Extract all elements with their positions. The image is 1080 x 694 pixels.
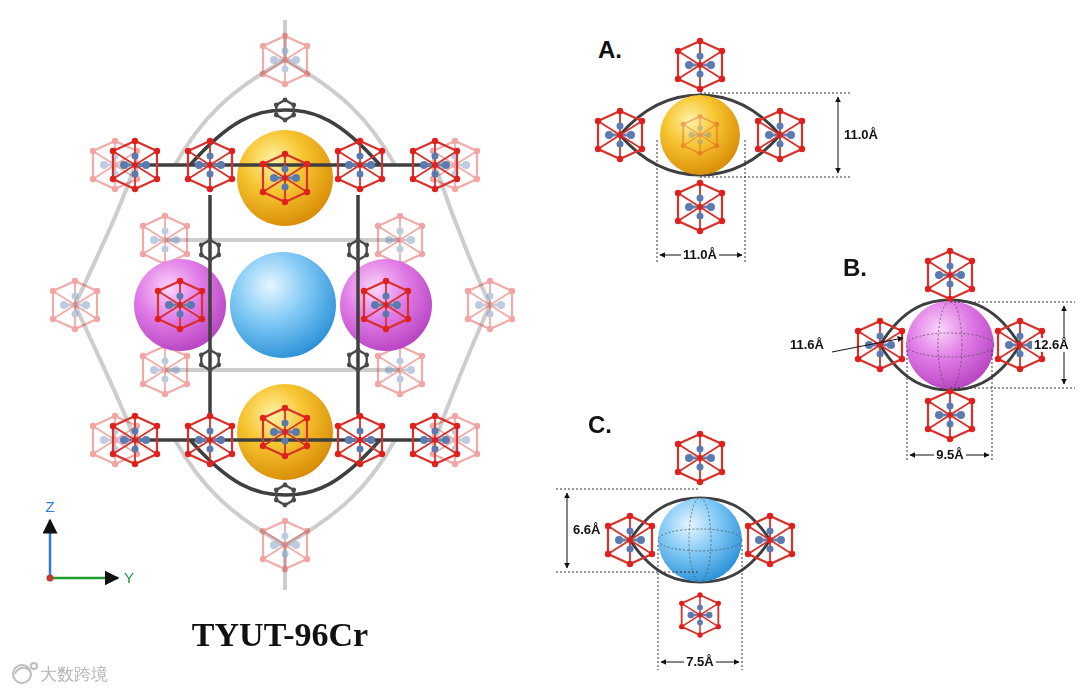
- watermark: 大数跨境: [40, 665, 108, 685]
- axis-label: Z: [45, 498, 54, 515]
- panel-letter: C.: [588, 411, 612, 439]
- panel-letter: B.: [843, 254, 867, 282]
- dimension-label: 11.0Å: [842, 128, 880, 143]
- dimension-label: 11.6Å: [788, 338, 826, 353]
- figure-caption: TYUT-96Cr: [192, 615, 368, 654]
- dimension-label: 11.0Å: [681, 248, 719, 263]
- dimension-label: 12.6Å: [1032, 338, 1071, 353]
- dimension-label: 6.6Å: [571, 523, 602, 538]
- panel-letter: A.: [598, 36, 622, 64]
- dimension-label: 9.5Å: [934, 448, 965, 463]
- axis-label: Y: [124, 569, 134, 586]
- dimension-label: 7.5Å: [684, 655, 715, 670]
